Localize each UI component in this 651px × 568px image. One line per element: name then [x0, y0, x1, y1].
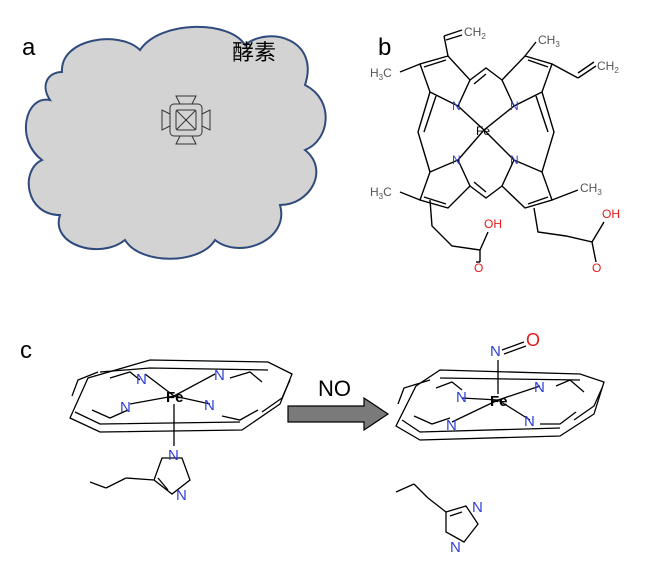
methyl-left-top-label: H3C: [370, 66, 392, 82]
left-n-4: N: [204, 397, 215, 414]
panel-c-label: c: [20, 337, 32, 364]
heme-n-top-left: N: [452, 99, 461, 113]
panel-a-label: a: [22, 34, 36, 61]
enzyme-label: 酵素: [232, 41, 276, 66]
panel-b-label: b: [378, 34, 391, 61]
right-n-2: N: [534, 379, 545, 396]
heme-icon-small: [161, 95, 211, 145]
his-free-n1: N: [472, 499, 483, 516]
his-free-n2: N: [450, 539, 461, 556]
oh-left-label: OH: [484, 217, 502, 231]
panel-a: a 酵素: [22, 25, 327, 260]
his-bound-n1: N: [168, 447, 179, 464]
panel-c: c Fe N N N N: [20, 330, 605, 556]
left-fe-label: Fe: [166, 389, 184, 406]
nitrosyl-o-label: O: [526, 330, 540, 350]
heme-right-atom-labels: Fe N N N N N O: [446, 330, 545, 434]
heme-n-bottom-right: N: [510, 153, 519, 167]
methyl-right-bottom-label: CH3: [580, 181, 602, 197]
heme-n-top-right: N: [510, 99, 519, 113]
heme-right-perspective: [395, 341, 605, 441]
heme-fe-label: Fe: [476, 124, 490, 138]
vinyl-right-label: CH2: [597, 59, 619, 75]
methyl-left-bottom-label: H3C: [370, 185, 392, 201]
o-right-label: O: [592, 261, 601, 275]
vinyl-top-label: CH2: [464, 25, 486, 41]
right-n-3: N: [446, 417, 457, 434]
oh-right-label: OH: [602, 207, 620, 221]
his-bound-n2: N: [176, 487, 187, 504]
histidine-bound-labels: N N: [168, 447, 187, 504]
histidine-free-labels: N N: [450, 499, 483, 556]
heme-left-atom-labels: Fe N N N N: [120, 367, 225, 416]
heme-atom-labels: Fe N N N N CH2 CH3 CH2 H3C H3C CH3 OH O …: [370, 25, 620, 275]
right-n-4: N: [524, 413, 535, 430]
o-left-label: O: [474, 261, 483, 275]
heme-structure: [399, 29, 605, 263]
right-n-1: N: [456, 389, 467, 406]
enzyme-cloud: [25, 25, 327, 260]
nitrosyl-n-label: N: [490, 343, 501, 360]
methyl-top-right-label: CH3: [538, 33, 560, 49]
left-n-1: N: [136, 371, 147, 388]
heme-left-perspective: [69, 359, 293, 446]
histidine-free: [395, 483, 479, 543]
panel-b: b: [370, 25, 620, 275]
histidine-bound: [89, 457, 191, 495]
reaction-label: NO: [318, 376, 351, 401]
heme-n-bottom-left: N: [452, 153, 461, 167]
left-n-2: N: [214, 367, 225, 384]
right-fe-label: Fe: [490, 393, 508, 410]
left-n-3: N: [120, 399, 131, 416]
reaction-arrow: [287, 396, 390, 432]
